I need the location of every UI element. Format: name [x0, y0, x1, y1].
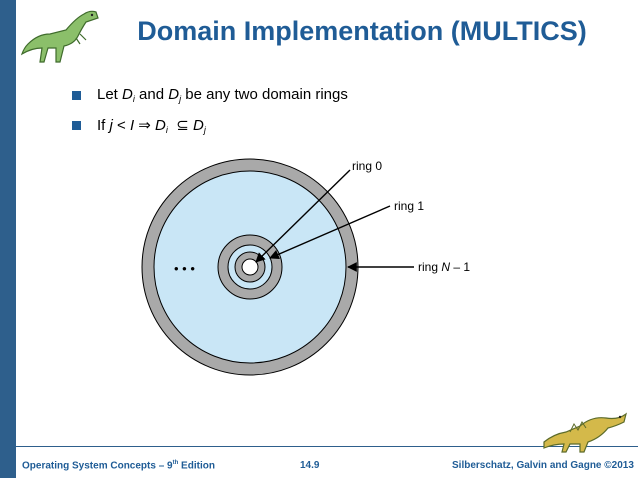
subscript: j	[203, 124, 206, 135]
footer-book-title: Operating System Concepts – 9th Edition	[22, 460, 215, 471]
label-ring0: ring 0	[352, 159, 382, 173]
subscript: j	[179, 94, 182, 104]
bullet-list: Let Di and Dj be any two domain rings If…	[72, 82, 552, 142]
text-segment: If	[97, 116, 110, 134]
label-ringN-suffix: – 1	[450, 260, 470, 274]
left-accent-bar	[0, 0, 16, 478]
arrow-ring1	[269, 205, 391, 259]
slide-number: 14.9	[300, 460, 320, 471]
variable: D	[192, 116, 204, 134]
footer-authors: Silberschatz, Galvin and Gagne ©2013	[452, 460, 634, 471]
label-ringN-prefix: ring	[418, 260, 441, 274]
label-ringN-var: N	[441, 260, 450, 274]
ring-diagram: • • • ring 0 ring 1 ring N – 1	[141, 158, 470, 376]
text-segment: and	[134, 86, 169, 103]
text-segment: Let	[97, 86, 123, 103]
bullet-square-icon	[72, 90, 81, 100]
text-segment: be any two domain rings	[181, 86, 348, 103]
variable: D	[155, 116, 166, 134]
variable: D	[122, 86, 133, 103]
footer-edition-sup: th	[172, 460, 179, 466]
text-segment: ⇒	[134, 116, 156, 134]
variable: j	[109, 116, 113, 134]
bullet-item: Let Di and Dj be any two domain rings	[72, 82, 552, 108]
dinosaur-icon	[543, 412, 627, 453]
variable: I	[129, 116, 135, 134]
text-segment: ⊆	[167, 116, 193, 134]
bullet-item: If j < I ⇒ Di ⊆ Dj	[72, 112, 552, 138]
bullet-square-icon	[72, 120, 81, 130]
text-segment: <	[112, 116, 130, 134]
slide-title: Domain Implementation (MULTICS)	[137, 16, 587, 46]
ellipsis-label: • • •	[174, 261, 195, 276]
variable: D	[168, 86, 180, 103]
subscript: i	[132, 94, 135, 104]
label-ring1: ring 1	[394, 199, 424, 213]
footer-divider	[16, 446, 638, 447]
footer-edition-text: Edition	[178, 460, 215, 472]
bullet-text: If j < I ⇒ Di ⊆ Dj	[97, 116, 206, 135]
ring-center	[241, 258, 259, 276]
bullet-text: Let Di and Dj be any two domain rings	[97, 86, 348, 104]
footer-book-title-text: Operating System Concepts – 9	[22, 460, 173, 472]
label-ringN: ring N – 1	[418, 260, 470, 274]
subscript: i	[165, 124, 168, 135]
arrow-ring0	[255, 169, 351, 263]
dinosaur-icon	[20, 10, 99, 63]
